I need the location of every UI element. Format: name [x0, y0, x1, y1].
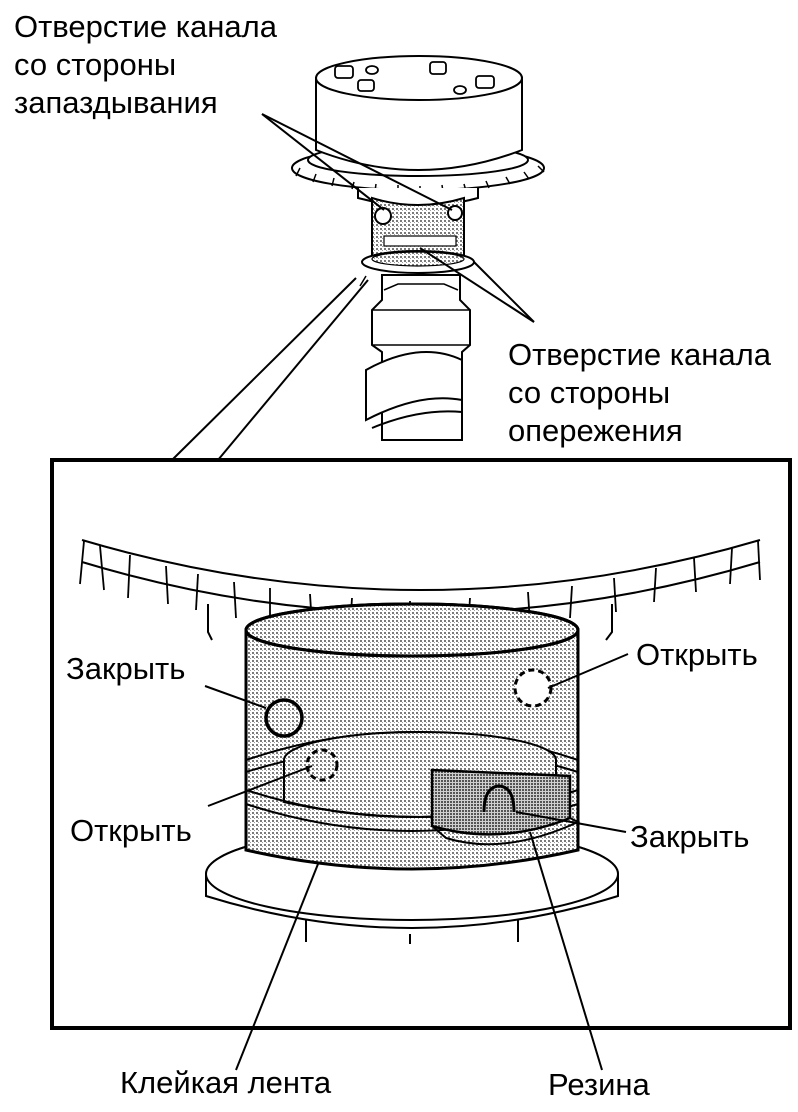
- label-retard-hole-line1: Отверстие канала: [14, 9, 277, 44]
- label-advance-hole-line2: со стороны: [508, 375, 671, 410]
- label-advance-hole-line3: опережения: [508, 413, 683, 448]
- callout-lines-top: [171, 113, 535, 461]
- label-close-right: Закрыть: [630, 819, 750, 854]
- close-hole-left: [264, 698, 304, 738]
- label-retard-hole-line3: запаздывания: [14, 85, 218, 120]
- open-hole-right: [513, 668, 553, 708]
- detail-sprocket-outer: [81, 539, 761, 591]
- label-open-right: Открыть: [636, 637, 758, 672]
- rubber-piece: [430, 768, 572, 836]
- housing-body: [315, 77, 523, 171]
- label-advance-hole-line1: Отверстие канала: [508, 337, 771, 372]
- label-retard-hole: Отверстие канала со стороны запаздывания: [14, 8, 277, 122]
- camshaft-assembly: [291, 55, 545, 441]
- bolts: [334, 61, 495, 95]
- label-advance-hole: Отверстие канала со стороны опережения: [508, 336, 771, 450]
- cam-lobe: [365, 351, 463, 422]
- label-open-left: Открыть: [70, 813, 192, 848]
- open-hole-left: [305, 748, 339, 782]
- label-close-left: Закрыть: [66, 651, 186, 686]
- label-tape: Клейкая лента: [120, 1065, 332, 1100]
- detail-drawing: [79, 539, 761, 944]
- label-retard-hole-line2: со стороны: [14, 47, 177, 82]
- callout-lines-detail: [204, 653, 629, 1071]
- label-rubber: Резина: [548, 1067, 650, 1102]
